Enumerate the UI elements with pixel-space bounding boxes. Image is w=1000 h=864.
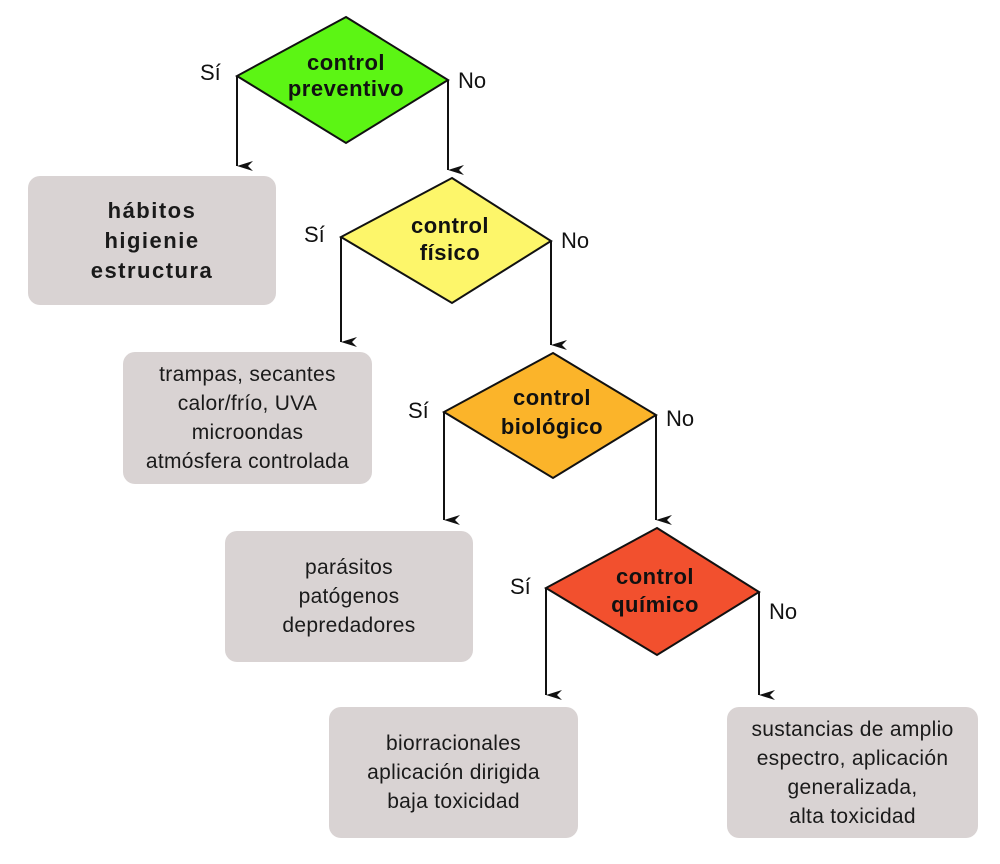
yes-label: Sí [510, 574, 531, 599]
outcome-box-preventivo: hábitos higienie estructura [28, 176, 276, 305]
outcome-line: biorracionales [386, 732, 521, 755]
outcome-line: estructura [90, 257, 214, 283]
outcome-box-fisico: trampas, secantes calor/frío, UVA microo… [123, 352, 372, 484]
decision-label-line2: preventivo [288, 76, 404, 101]
outcome-box-quimico-no: sustancias de amplio espectro, aplicació… [727, 707, 978, 838]
outcome-line: parásitos [305, 556, 393, 579]
outcome-line: microondas [191, 421, 304, 444]
outcome-line: sustancias de amplio [751, 717, 954, 741]
decision-diamond [235, 15, 450, 145]
no-label: No [561, 228, 589, 253]
outcome-line: calor/frío, UVA [177, 392, 318, 415]
outcome-line: higienie [104, 227, 200, 253]
yes-label: Sí [304, 222, 325, 247]
decision-control-preventivo: control preventivo Sí No [200, 15, 486, 175]
decision-control-fisico: control físico Sí No [304, 176, 589, 350]
decision-control-biologico: control biológico Sí No [408, 351, 694, 525]
decision-label-line1: control [411, 213, 489, 238]
outcome-line: alta toxicidad [789, 804, 916, 828]
outcome-line: espectro, aplicación [756, 746, 949, 770]
decision-label-line1: control [513, 385, 591, 410]
outcome-box-quimico-si: biorracionales aplicación dirigida baja … [329, 707, 578, 838]
outcome-line: atmósfera controlada [145, 450, 350, 473]
outcome-line: depredadores [282, 614, 416, 637]
yes-label: Sí [408, 398, 429, 423]
outcome-box-biologico: parásitos patógenos depredadores [225, 531, 473, 662]
decision-label-line1: control [616, 564, 694, 589]
outcome-line: aplicación dirigida [367, 761, 540, 784]
no-label: No [666, 406, 694, 431]
yes-label: Sí [200, 60, 221, 85]
outcome-line: patógenos [298, 585, 400, 608]
no-label: No [458, 68, 486, 93]
decision-diamond [543, 526, 761, 657]
decision-control-quimico: control químico Sí No [510, 526, 797, 700]
no-label: No [769, 599, 797, 624]
decision-label-line2: físico [420, 240, 480, 265]
decision-diamond [338, 176, 553, 305]
outcome-line: generalizada, [787, 775, 918, 799]
decision-label-line1: control [307, 50, 385, 75]
outcome-line: trampas, secantes [159, 363, 336, 386]
decision-label-line2: químico [611, 592, 699, 617]
outcome-line: baja toxicidad [387, 790, 520, 813]
decision-label-line2: biológico [501, 414, 603, 439]
decision-diamond [441, 351, 658, 480]
outcome-line: hábitos [107, 197, 197, 223]
